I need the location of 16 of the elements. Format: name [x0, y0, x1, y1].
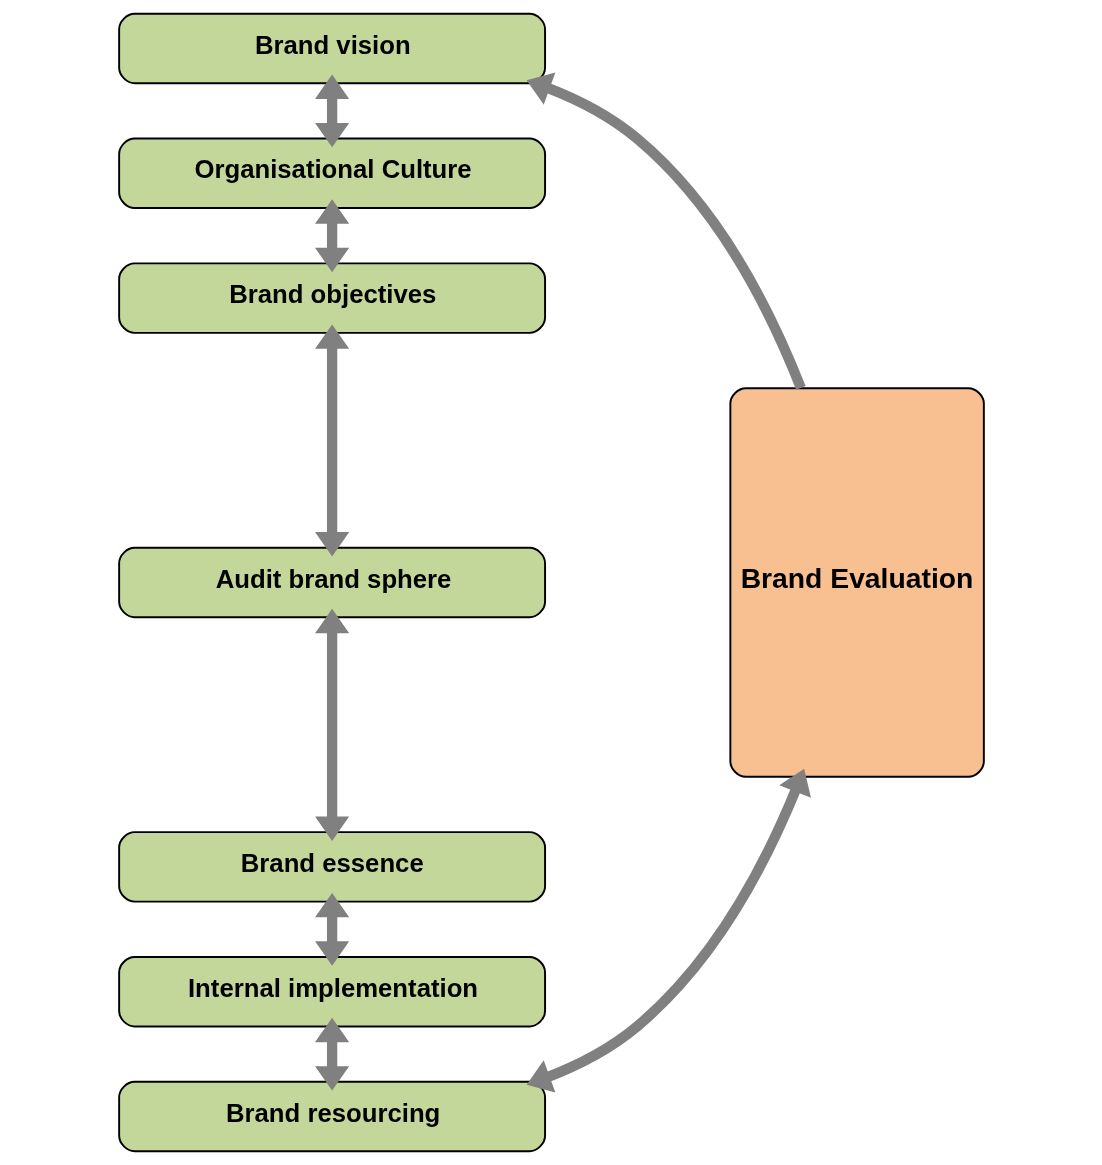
node-box: Brand essence: [117, 831, 546, 903]
arrow: [314, 608, 349, 841]
node-box: Brand objectives: [117, 262, 546, 334]
arrow: [526, 72, 806, 390]
node-box: Audit brand sphere: [117, 546, 546, 619]
arrow: [526, 768, 811, 1093]
arrow: [314, 74, 349, 148]
arrow: [314, 324, 349, 557]
node-box: Brand resourcing: [117, 1080, 546, 1153]
arrow: [314, 892, 349, 966]
node-box: Brand vision: [117, 12, 546, 85]
node-box: Organisational Culture: [117, 137, 546, 209]
node-box: Internal implementation: [117, 956, 546, 1028]
arrow: [314, 1017, 349, 1091]
arrow: [314, 199, 349, 273]
node-box: Brand Evaluation: [728, 387, 985, 778]
